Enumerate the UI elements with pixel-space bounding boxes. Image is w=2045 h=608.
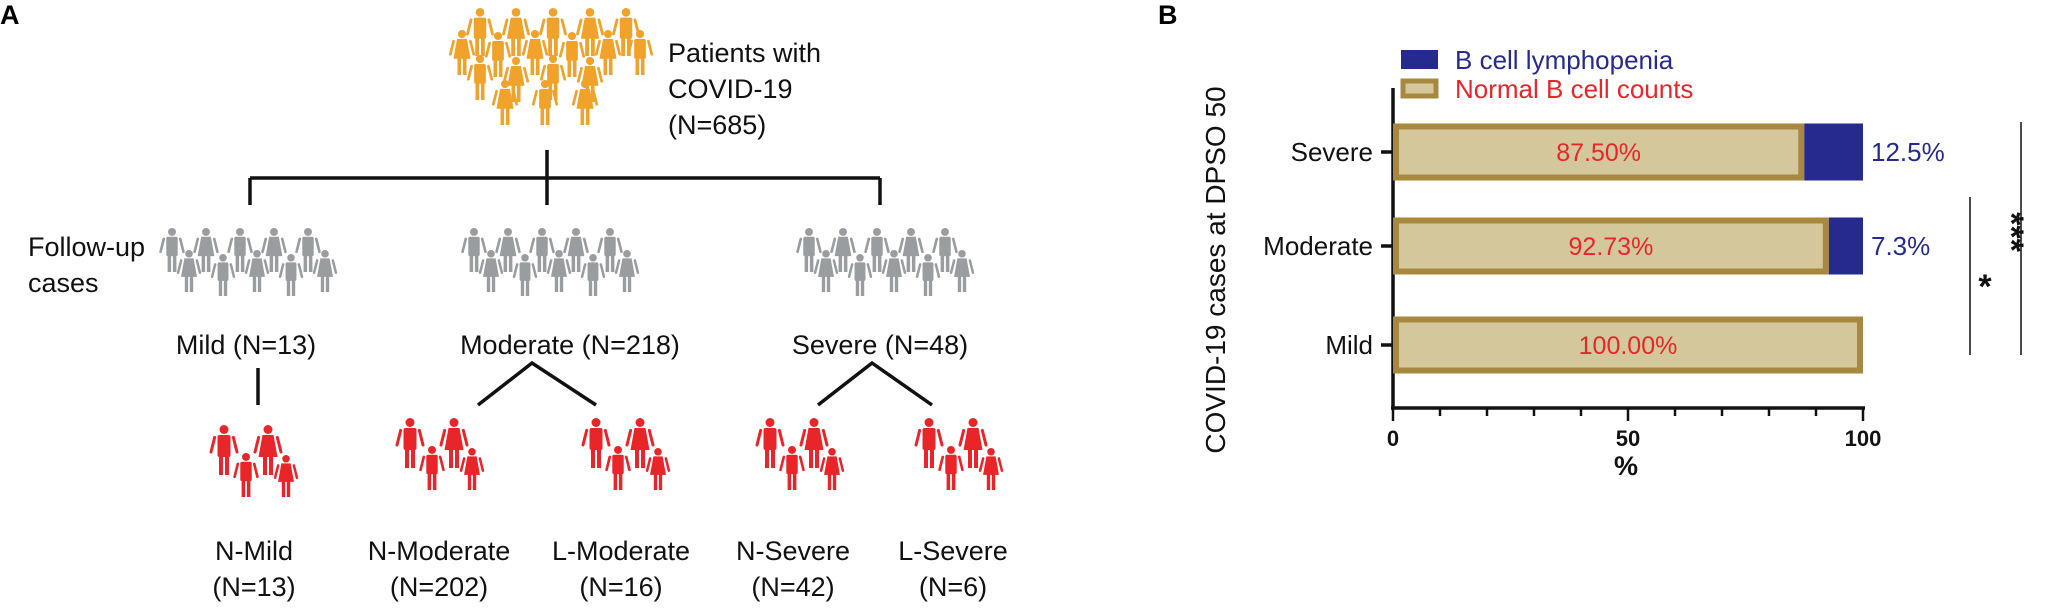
severe-split [816,360,934,407]
bar-normal-b-cell [1393,217,1829,275]
x-tick-label: 100 [1845,426,1882,451]
root-line: (N=685) [668,110,766,140]
people-group-icon [159,228,338,296]
x-tick-label: 50 [1616,426,1640,451]
bar-lymphopenia [1828,217,1863,275]
legend-label-normal: Normal B cell counts [1455,74,1693,104]
root-line: Patients with [668,38,821,68]
subgroup-count: (N=6) [919,572,987,602]
subgroup-count: (N=16) [579,572,662,602]
subgroup-name: L-Moderate [552,536,690,566]
subgroup-name: N-Severe [736,536,850,566]
moderate-split [476,360,597,407]
panel-a-label: A [0,0,20,30]
x-tick-label: 0 [1387,426,1399,451]
data-label-normal: 100.00% [1579,332,1678,360]
x-axis-title: % [1614,451,1638,481]
y-tick-label: Moderate [1263,231,1373,261]
panel-a: A Patients with COVID-19 (N=685) [0,0,1008,602]
group-label-mild: Mild (N=13) [176,330,316,360]
subgroup-name: N-Moderate [368,536,511,566]
plot-area: 0 50 100 Severe 87.50% 12.5% Moderate 92.73% 7.3… [1263,88,1945,451]
subgroup-count: (N=202) [390,572,488,602]
panel-b: B COVID-19 cases at DPSO 50 B cell lymph… [1158,0,2030,481]
y-tick-label: Severe [1291,137,1373,167]
group-label-moderate: Moderate (N=218) [460,330,680,360]
legend-swatch-lymphopenia [1401,50,1438,69]
people-family-icon [581,418,671,490]
significance-label-severe-mild: *** [1992,212,2030,252]
tree-connectors [248,150,934,407]
subgroup-labels: N-Mild (N=13) N-Moderate (N=202) L-Moder… [212,536,1007,602]
data-label-normal: 92.73% [1569,233,1654,261]
bar-normal-b-cell [1393,316,1863,374]
significance-label-moderate-mild: * [1978,268,1992,306]
legend-label-lymphopenia: B cell lymphopenia [1455,45,1674,75]
group-labels: Mild (N=13) Moderate (N=218) Severe (N=4… [176,330,968,360]
people-crowd-icon [448,7,654,125]
legend: B cell lymphopenia Normal B cell counts [1400,45,1693,104]
y-axis-title: COVID-19 cases at DPSO 50 [1200,86,1231,453]
data-label-lymphopenia: 7.3% [1871,231,1930,261]
data-label-normal: 87.50% [1556,139,1641,167]
people-group-icon [796,228,975,296]
root-node-text: Patients with COVID-19 (N=685) [668,38,821,140]
data-label-lymphopenia: 12.5% [1871,137,1945,167]
root-line: COVID-19 [668,74,793,104]
followup-line: cases [28,268,99,298]
panel-b-label: B [1158,0,1178,30]
group-label-severe: Severe (N=48) [792,330,968,360]
subgroup-name: L-Severe [898,536,1008,566]
people-family-icon [755,418,845,490]
followup-line: Follow-up [28,232,145,262]
followup-label: Follow-up cases [28,232,145,298]
people-group-icon [461,228,640,296]
legend-swatch-normal [1400,78,1439,99]
people-family-icon [209,425,299,497]
bar-normal-b-cell [1393,123,1805,181]
people-family-icon [395,418,485,490]
subgroup-name: N-Mild [215,536,293,566]
subgroup-count: (N=42) [751,572,834,602]
y-tick-label: Mild [1325,330,1373,360]
people-family-icon [914,418,1004,490]
bar-lymphopenia [1804,123,1863,181]
significance-brackets [1969,122,2022,355]
subgroup-count: (N=13) [212,572,295,602]
